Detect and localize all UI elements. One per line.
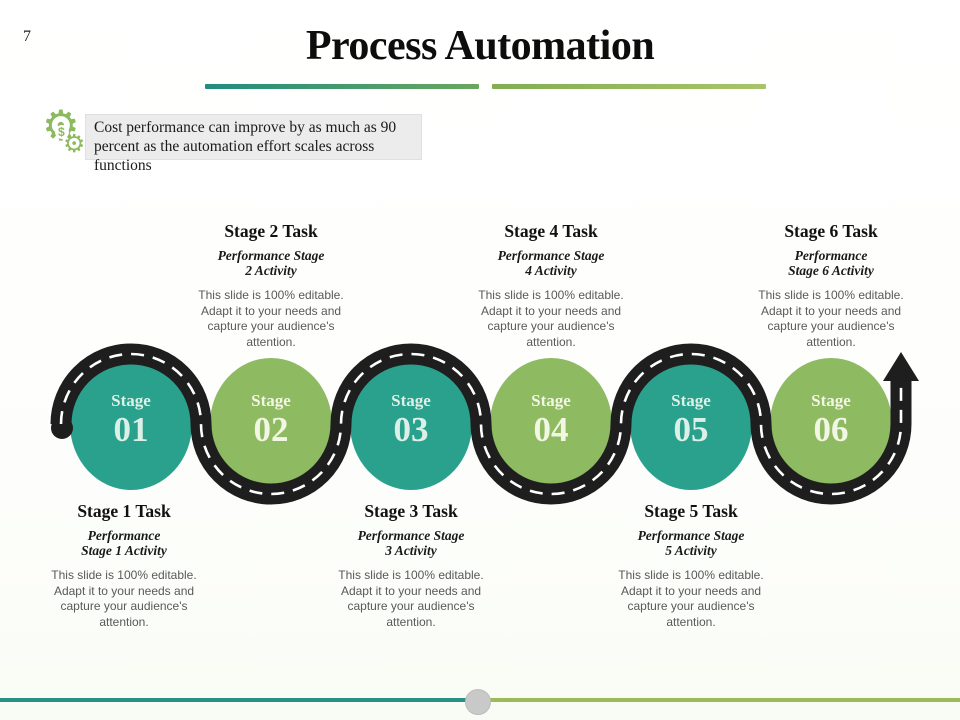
stage-number: 01 bbox=[113, 410, 149, 449]
page-number: 7 bbox=[23, 28, 31, 45]
task-body: This slide is 100% editable. Adapt it to… bbox=[51, 568, 197, 629]
stage-label: Stage bbox=[111, 391, 151, 410]
task-subtitle: Performance Stage 4 Activity bbox=[451, 248, 651, 278]
task-title: Stage 6 Task bbox=[784, 221, 878, 241]
stage-label: Stage bbox=[391, 391, 431, 410]
subtitle-line-1: Performance Stage bbox=[637, 528, 745, 543]
subtitle-line-1: Performance bbox=[87, 528, 161, 543]
stage-circle-02: Stage 02 bbox=[210, 358, 332, 490]
subtitle-line-1: Performance Stage bbox=[217, 248, 325, 263]
subtitle-line-2: 2 Activity bbox=[245, 263, 297, 278]
dollar-sign-icon: $ bbox=[58, 125, 65, 139]
task-body: This slide is 100% editable. Adapt it to… bbox=[198, 288, 344, 349]
task-subtitle: Performance Stage 3 Activity bbox=[311, 528, 511, 558]
gear-small-icon: ⚙ bbox=[63, 129, 86, 158]
stage-circle-01: Stage 01 bbox=[70, 358, 192, 490]
callout-box: Cost performance can improve by as much … bbox=[85, 114, 422, 174]
subtitle-line-2: Stage 1 Activity bbox=[81, 543, 167, 558]
subtitle-line-1: Performance Stage bbox=[497, 248, 605, 263]
title-underline-left bbox=[205, 84, 479, 89]
task-block-stage-3: Stage 3 Task Performance Stage 3 Activit… bbox=[311, 501, 511, 630]
task-block-stage-4: Stage 4 Task Performance Stage 4 Activit… bbox=[451, 221, 651, 350]
stage-label: Stage bbox=[251, 391, 291, 410]
task-body: This slide is 100% editable. Adapt it to… bbox=[618, 568, 764, 629]
task-block-stage-1: Stage 1 Task Performance Stage 1 Activit… bbox=[24, 501, 224, 630]
stage-number: 04 bbox=[533, 410, 569, 449]
gear-hub bbox=[55, 125, 69, 139]
subtitle-line-2: 3 Activity bbox=[385, 543, 437, 558]
gears-dollar-icon: ⚙ $ ⚙ bbox=[42, 105, 88, 164]
stage-number: 03 bbox=[393, 410, 429, 449]
callout-line-1: Cost performance can improve by as much … bbox=[94, 119, 397, 136]
subtitle-line-2: 4 Activity bbox=[525, 263, 577, 278]
stage-label: Stage bbox=[531, 391, 571, 410]
subtitle-line-1: Performance Stage bbox=[357, 528, 465, 543]
stage-circle-04: Stage 04 bbox=[490, 358, 612, 490]
task-subtitle: Performance Stage 6 Activity bbox=[731, 248, 931, 278]
footer-line-green bbox=[478, 698, 960, 702]
stage-circle-05: Stage 05 bbox=[630, 358, 752, 490]
task-subtitle: Performance Stage 2 Activity bbox=[171, 248, 371, 278]
stage-circle-06: Stage 06 bbox=[770, 358, 892, 490]
stage-number: 06 bbox=[813, 410, 849, 449]
stage-number: 05 bbox=[673, 410, 709, 449]
stage-label: Stage bbox=[671, 391, 711, 410]
task-body: This slide is 100% editable. Adapt it to… bbox=[478, 288, 624, 349]
task-subtitle: Performance Stage 5 Activity bbox=[591, 528, 791, 558]
stage-number: 02 bbox=[253, 410, 289, 449]
callout-line-2: percent as the automation effort scales … bbox=[94, 138, 375, 174]
subtitle-line-1: Performance bbox=[794, 248, 868, 263]
task-title: Stage 5 Task bbox=[644, 501, 738, 521]
task-subtitle: Performance Stage 1 Activity bbox=[24, 528, 224, 558]
stage-label: Stage bbox=[811, 391, 851, 410]
arrow-up-icon bbox=[883, 352, 919, 381]
task-title: Stage 1 Task bbox=[77, 501, 171, 521]
subtitle-line-2: Stage 6 Activity bbox=[788, 263, 874, 278]
footer-line-teal bbox=[0, 698, 478, 702]
footer-dot bbox=[465, 689, 491, 715]
task-title: Stage 3 Task bbox=[364, 501, 458, 521]
task-block-stage-6: Stage 6 Task Performance Stage 6 Activit… bbox=[731, 221, 931, 350]
task-title: Stage 4 Task bbox=[504, 221, 598, 241]
task-block-stage-5: Stage 5 Task Performance Stage 5 Activit… bbox=[591, 501, 791, 630]
stage-circle-03: Stage 03 bbox=[350, 358, 472, 490]
task-title: Stage 2 Task bbox=[224, 221, 318, 241]
task-body: This slide is 100% editable. Adapt it to… bbox=[338, 568, 484, 629]
title-underline-right bbox=[492, 84, 766, 89]
task-block-stage-2: Stage 2 Task Performance Stage 2 Activit… bbox=[171, 221, 371, 350]
task-body: This slide is 100% editable. Adapt it to… bbox=[758, 288, 904, 349]
subtitle-line-2: 5 Activity bbox=[665, 543, 717, 558]
slide-title: Process Automation bbox=[305, 23, 655, 69]
